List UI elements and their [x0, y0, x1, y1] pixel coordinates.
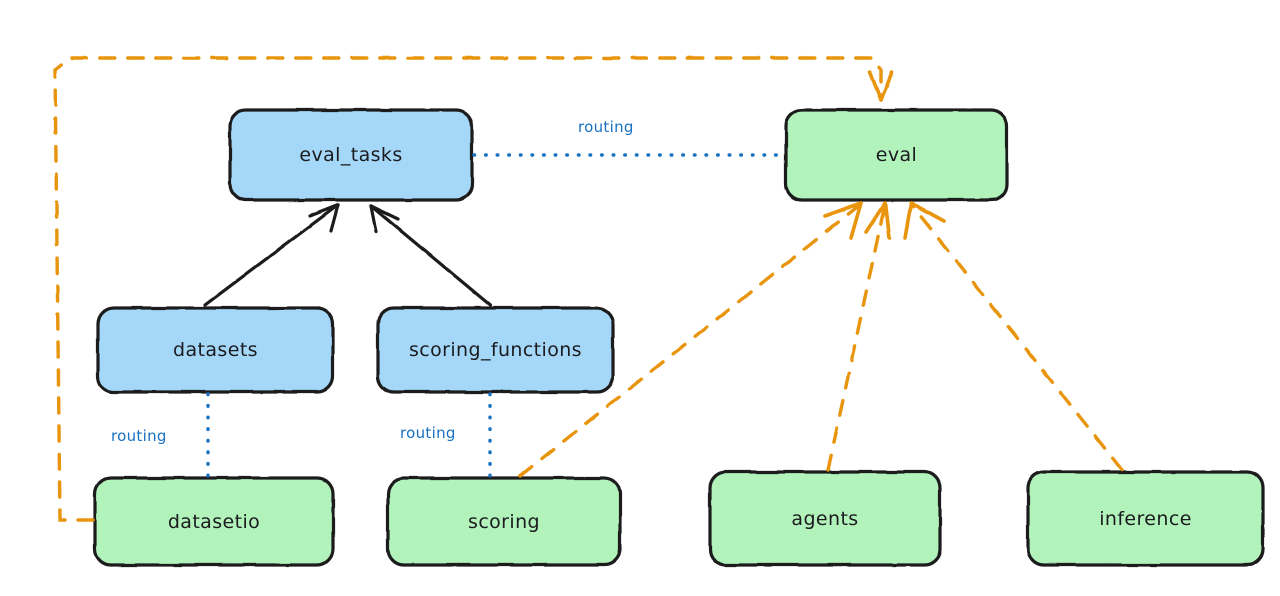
- edges-routing-layer: [206, 153, 788, 479]
- node-datasetio[interactable]: [93, 476, 335, 567]
- node-scoring[interactable]: [386, 476, 622, 567]
- edge-label-routing-scoring-functions: routing: [400, 424, 456, 442]
- edge-datasets-to-eval_tasks: [203, 203, 340, 307]
- arrowheads-dependency-layer: [823, 70, 946, 240]
- edge-inference-to-eval: [909, 202, 1124, 472]
- arrowhead-inference-into-eval: [903, 201, 946, 240]
- arrowhead-agents-into-eval: [864, 201, 891, 240]
- edges-dependency-layer: [53, 56, 1124, 522]
- edge-scoring-to-eval: [518, 202, 863, 478]
- edge-label-routing-datasets: routing: [111, 427, 167, 445]
- arrowhead-scoring-into-eval: [823, 201, 863, 240]
- edge-datasetio-to-eval: [53, 56, 883, 522]
- node-eval_tasks[interactable]: [228, 108, 474, 202]
- edge-agents-to-eval: [826, 202, 887, 472]
- arrowhead-into-eval-top: [868, 70, 894, 102]
- edges-solid-layer: [203, 203, 492, 307]
- node-scoring_functions[interactable]: [376, 306, 615, 394]
- node-inference[interactable]: [1026, 470, 1265, 567]
- nodes-layer: [93, 108, 1265, 567]
- edge-label-routing-eval-tasks: routing: [578, 118, 634, 136]
- node-agents[interactable]: [708, 470, 942, 567]
- node-datasets[interactable]: [96, 306, 335, 394]
- edge-scoring_functions-to-eval_tasks: [369, 204, 492, 307]
- node-eval[interactable]: [784, 108, 1009, 202]
